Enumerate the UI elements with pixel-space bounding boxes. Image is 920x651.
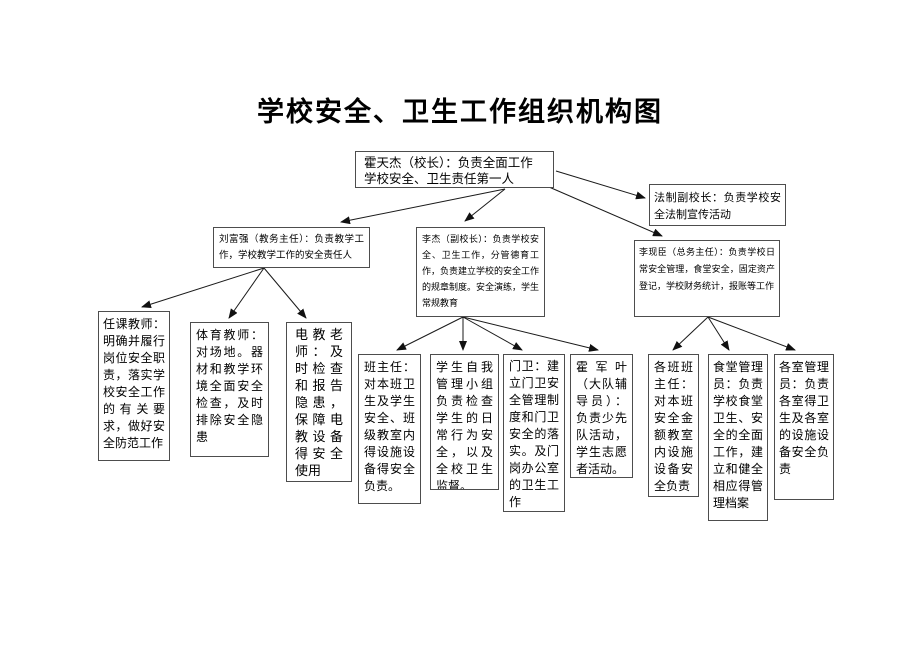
- org-node-student-self-management: 学生自我管理小组负责检查学生的日常行为安全，以及全校卫生监督。: [430, 354, 499, 490]
- org-node-subject-teachers: 任课教师：明确并履行岗位安全职责，落实学校安全工作的有关要求，做好安全防范工作: [98, 311, 170, 461]
- org-node-gatekeeper: 门卫：建立门卫安全管理制度和门卫安全的落实。及门岗办公室的卫生工作: [503, 354, 565, 512]
- org-node-av-teacher: 电教老师：及时检查和报告隐患，保障电教设备得安全使用: [286, 322, 352, 482]
- org-node-brigade-counselor: 霍军叶（大队辅导员）：负责少先队活动，学生志愿者活动。: [570, 354, 633, 478]
- page-title: 学校安全、卫生工作组织机构图: [257, 97, 663, 128]
- org-node-pe-teachers: 体育教师：对场地。器材和教学环境全面安全检查，及时排除安全隐患: [190, 322, 269, 457]
- org-node-room-managers: 各室管理员：负责各室得卫生及各室的设施设备安全负责: [774, 354, 834, 500]
- org-node-canteen-manager: 食堂管理员：负责学校食堂卫生、安全的全面工作，建立和健全相应得管理档案: [708, 354, 768, 521]
- org-node-dean-liufuqiang: 刘富强（教务主任）：负责教学工作，学校教学工作的安全责任人: [213, 227, 370, 268]
- org-node-principal: 霍天杰（校长）：负责全面工作 学校安全、卫生责任第一人: [355, 151, 554, 188]
- org-node-each-class-teacher: 各班班主任：对本班安全金额教室内设施设备安全负责: [648, 354, 699, 497]
- org-node-vice-principal-lijie: 李杰（副校长）：负责学校安全、卫生工作，分管德育工作，负责建立学校的安全工作的规…: [416, 227, 545, 317]
- org-node-legal-vice-principal: 法制副校长：负责学校安全法制宣传活动: [649, 184, 786, 226]
- org-node-general-affairs-lixianchen: 李现臣（总务主任）：负责学校日常安全管理，食堂安全，固定资产登记，学校财务统计，…: [634, 240, 780, 317]
- org-node-class-teachers: 班主任：对本班卫生及学生安全、班级教室内得设施设备得安全负责。: [358, 354, 421, 504]
